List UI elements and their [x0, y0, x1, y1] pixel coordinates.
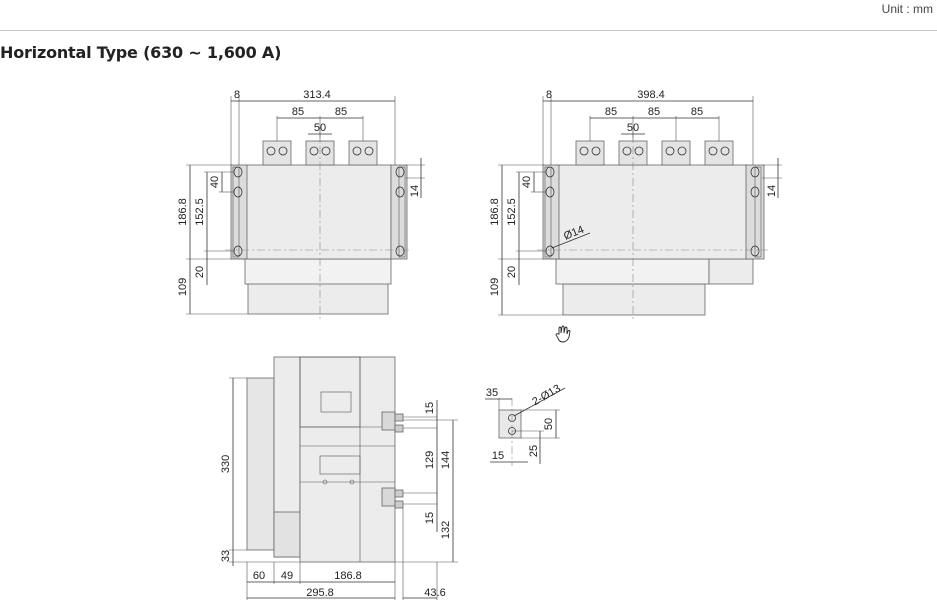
- terminal-detail: 35 2-Ø13 50 25 15: [485, 383, 566, 466]
- terminal-blocks: [575, 140, 734, 166]
- hand-cursor-icon: [555, 325, 571, 343]
- side-main-body: [299, 356, 396, 563]
- dim-14: 14: [766, 185, 778, 197]
- dim-15-b: 15: [424, 512, 436, 524]
- dim-186-8: 186.8: [177, 198, 189, 226]
- main-body: [555, 164, 749, 260]
- dim-40: 40: [521, 176, 533, 188]
- section-title: Horizontal Type (630 ~ 1,600 A): [0, 43, 282, 62]
- dim-8: 8: [546, 89, 552, 101]
- dim-20: 20: [194, 266, 206, 278]
- dim-35: 35: [486, 387, 498, 399]
- dim-186-8-h: 186.8: [334, 570, 362, 582]
- dim-8: 8: [234, 89, 240, 101]
- dim-109: 109: [489, 278, 501, 296]
- dim-50: 50: [627, 122, 639, 134]
- dim-40: 40: [209, 176, 221, 188]
- dim-15-a: 15: [424, 402, 436, 414]
- dim-43-6: 43.6: [424, 587, 445, 599]
- dim-49: 49: [281, 570, 293, 582]
- dim-20: 20: [506, 266, 518, 278]
- dim-50-t: 50: [543, 418, 555, 430]
- dim-109: 109: [177, 278, 189, 296]
- side-view: 330 33 15 129 144 15 132 60 49 186.8 295…: [220, 356, 458, 600]
- dim-330: 330: [220, 455, 232, 473]
- dim-85-a: 85: [292, 106, 304, 118]
- dim-186-8: 186.8: [489, 198, 501, 226]
- dim-60: 60: [253, 570, 265, 582]
- dim-144: 144: [440, 451, 452, 469]
- dim-50: 50: [314, 122, 326, 134]
- front-view-3pole: 8 313.4 85 85 50 186.8 152.5 40 20 109 1…: [177, 89, 425, 320]
- dim-14: 14: [409, 185, 421, 197]
- dim-152-5: 152.5: [506, 198, 518, 226]
- dim-313-4: 313.4: [303, 89, 331, 101]
- dim-129: 129: [424, 451, 436, 469]
- dim-295-8: 295.8: [306, 587, 334, 599]
- dim-398-4: 398.4: [637, 89, 665, 101]
- dim-33: 33: [220, 550, 232, 562]
- dim-85-b: 85: [335, 106, 347, 118]
- dim-25: 25: [528, 445, 540, 457]
- dim-2-hole: 2-Ø13: [530, 383, 562, 409]
- dim-85-b: 85: [648, 106, 660, 118]
- dim-132: 132: [440, 521, 452, 539]
- dim-152-5: 152.5: [194, 198, 206, 226]
- front-view-4pole: 8 398.4 85 85 85 50 186.8 152.5 40 20 10…: [489, 89, 782, 320]
- header-divider: [0, 30, 937, 31]
- dim-15-t: 15: [492, 450, 504, 462]
- dim-85-c: 85: [691, 106, 703, 118]
- unit-label: Unit : mm: [881, 2, 933, 16]
- dim-85-a: 85: [605, 106, 617, 118]
- main-body: [244, 164, 392, 260]
